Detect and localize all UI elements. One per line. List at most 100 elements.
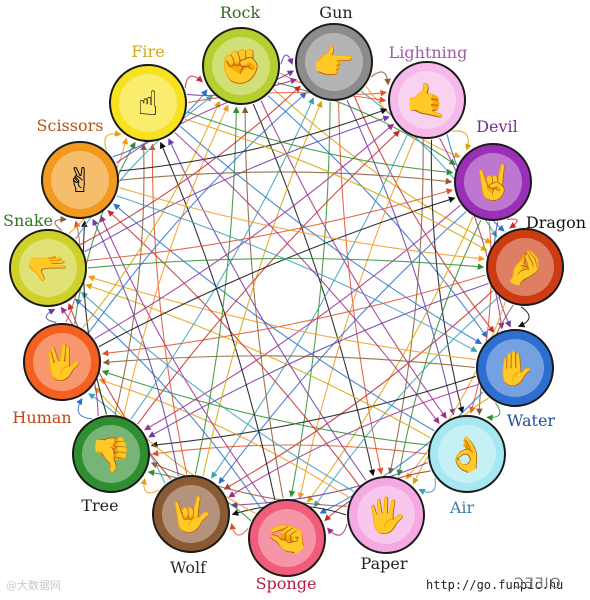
edge-lightning-to-air — [430, 139, 465, 414]
edge-lightning-to-sponge — [297, 137, 416, 500]
node-air-highlight — [438, 425, 496, 483]
edge-paper-to-fire — [168, 138, 367, 481]
edge-wolf-to-tree — [140, 477, 160, 494]
edge-lightning-to-paper — [387, 139, 424, 475]
node-dragon-circle — [486, 228, 564, 306]
edge-water-to-human — [102, 355, 476, 369]
edge-gun-to-lightning — [370, 71, 391, 86]
edge-dragon-to-paper — [405, 301, 506, 480]
edge-fire-to-air — [174, 132, 440, 424]
node-scissors-highlight — [51, 151, 109, 209]
edge-layer — [45, 54, 530, 536]
wolf-hand-icon: 🤟 — [170, 495, 212, 536]
node-devil-circle — [454, 143, 532, 221]
edge-snake-to-rock — [75, 95, 214, 240]
node-air: 👌Air — [428, 415, 506, 517]
snake-hand-icon: 🫳 — [27, 249, 69, 289]
node-sponge-highlight — [258, 509, 316, 567]
edge-rock-to-gun — [280, 54, 294, 66]
edge-water-to-wolf — [228, 383, 479, 498]
node-tree: 👎Tree — [72, 415, 150, 515]
edge-water-to-snake — [87, 275, 476, 361]
node-dragon-highlight — [496, 238, 554, 296]
node-snake-circle — [9, 229, 87, 307]
edge-tree-to-lightning — [137, 130, 400, 425]
edge-gun-to-sponge — [288, 101, 331, 498]
edge-snake-to-dragon — [87, 257, 485, 270]
node-gun-label: Gun — [319, 3, 352, 22]
node-devil-label: Devil — [476, 117, 518, 136]
lightning-hand-icon: 🤙 — [406, 81, 448, 121]
edge-paper-to-human — [98, 378, 351, 499]
edge-air-to-wolf — [230, 461, 429, 509]
node-dragon: 🤌 Dragon — [486, 213, 586, 306]
edge-rock-to-dragon — [273, 88, 492, 244]
node-devil-highlight — [464, 153, 522, 211]
edge-human-to-snake — [45, 308, 57, 323]
node-paper-circle — [347, 476, 425, 554]
watermark-url-text: http://go.funpic.hu — [426, 578, 564, 592]
edge-dragon-to-water — [517, 306, 530, 328]
edge-paper-to-tree — [150, 462, 347, 507]
edge-air-to-paper — [418, 478, 436, 495]
edge-scissors-to-fire — [104, 130, 122, 151]
edge-paper-to-snake — [80, 291, 354, 492]
edge-devil-to-air — [469, 221, 492, 414]
edge-devil-to-wolf — [218, 211, 467, 484]
thumb-down-icon: 👎 — [90, 435, 132, 475]
edge-snake-to-scissors — [54, 216, 67, 231]
edge-sponge-to-snake — [74, 298, 261, 509]
dragon-hand-icon: 🤌 — [504, 248, 546, 288]
node-human-label: Human — [12, 408, 71, 427]
node-lightning-circle — [388, 61, 466, 139]
node-human-highlight — [33, 333, 91, 391]
node-water: ✋Water — [476, 329, 555, 430]
edge-devil-to-dragon — [507, 218, 518, 229]
node-fire-highlight — [119, 74, 177, 132]
edge-lightning-to-water — [439, 137, 505, 330]
edge-sponge-to-wolf — [229, 522, 249, 536]
node-lightning: 🤙 Lightning — [388, 43, 468, 139]
edge-human-to-devil — [98, 196, 456, 348]
node-paper-highlight — [357, 486, 415, 544]
edge-scissors-to-devil — [119, 171, 453, 185]
walking-fingers-icon: 🖖 — [41, 343, 83, 385]
center-hole — [261, 272, 313, 324]
edge-scissors-to-lightning — [118, 108, 388, 172]
edge-sponge-to-fire — [159, 141, 276, 501]
three-fingers-icon: ☝ — [138, 84, 159, 124]
node-lightning-label: Lightning — [389, 43, 468, 62]
node-rock-highlight — [212, 37, 270, 95]
node-gun: 👉Gun — [295, 3, 373, 101]
node-fire-label: Fire — [131, 42, 164, 61]
victory-hand-icon: ✌ — [66, 161, 95, 201]
edge-tree-to-human — [76, 397, 93, 420]
node-scissors: ✌ Scissors — [37, 116, 119, 219]
edge-tree-to-fire — [114, 143, 148, 415]
node-air-circle — [428, 415, 506, 493]
edge-human-to-lightning — [94, 123, 394, 340]
node-wolf-circle — [152, 475, 230, 553]
edge-fire-to-rock — [184, 75, 203, 89]
watermark-logo: ƆƎƎIO — [514, 576, 562, 592]
node-fire: ☝ Fire — [109, 42, 187, 142]
node-wolf: 🤟Wolf — [152, 475, 230, 577]
edge-sponge-to-scissors — [100, 215, 268, 504]
flat-hand-icon: 🖐 — [365, 495, 407, 537]
edge-gun-to-air — [346, 99, 456, 416]
edge-gun-to-water — [353, 96, 495, 333]
cupped-hand-icon: ✋ — [494, 349, 536, 389]
edge-water-to-air — [486, 402, 501, 422]
edge-wolf-to-fire — [149, 143, 188, 475]
edge-tree-to-rock — [123, 104, 229, 417]
node-devil: 🤘Devil — [454, 117, 532, 221]
edge-sponge-to-rock — [241, 106, 284, 499]
node-scissors-label: Scissors — [37, 116, 104, 135]
node-gun-highlight — [305, 33, 363, 91]
node-dragon-label: Dragon — [526, 213, 586, 232]
node-air-label: Air — [449, 498, 475, 517]
edge-paper-to-scissors — [107, 210, 360, 486]
node-human: 🖖 Human — [12, 323, 101, 427]
node-water-circle — [476, 329, 554, 407]
